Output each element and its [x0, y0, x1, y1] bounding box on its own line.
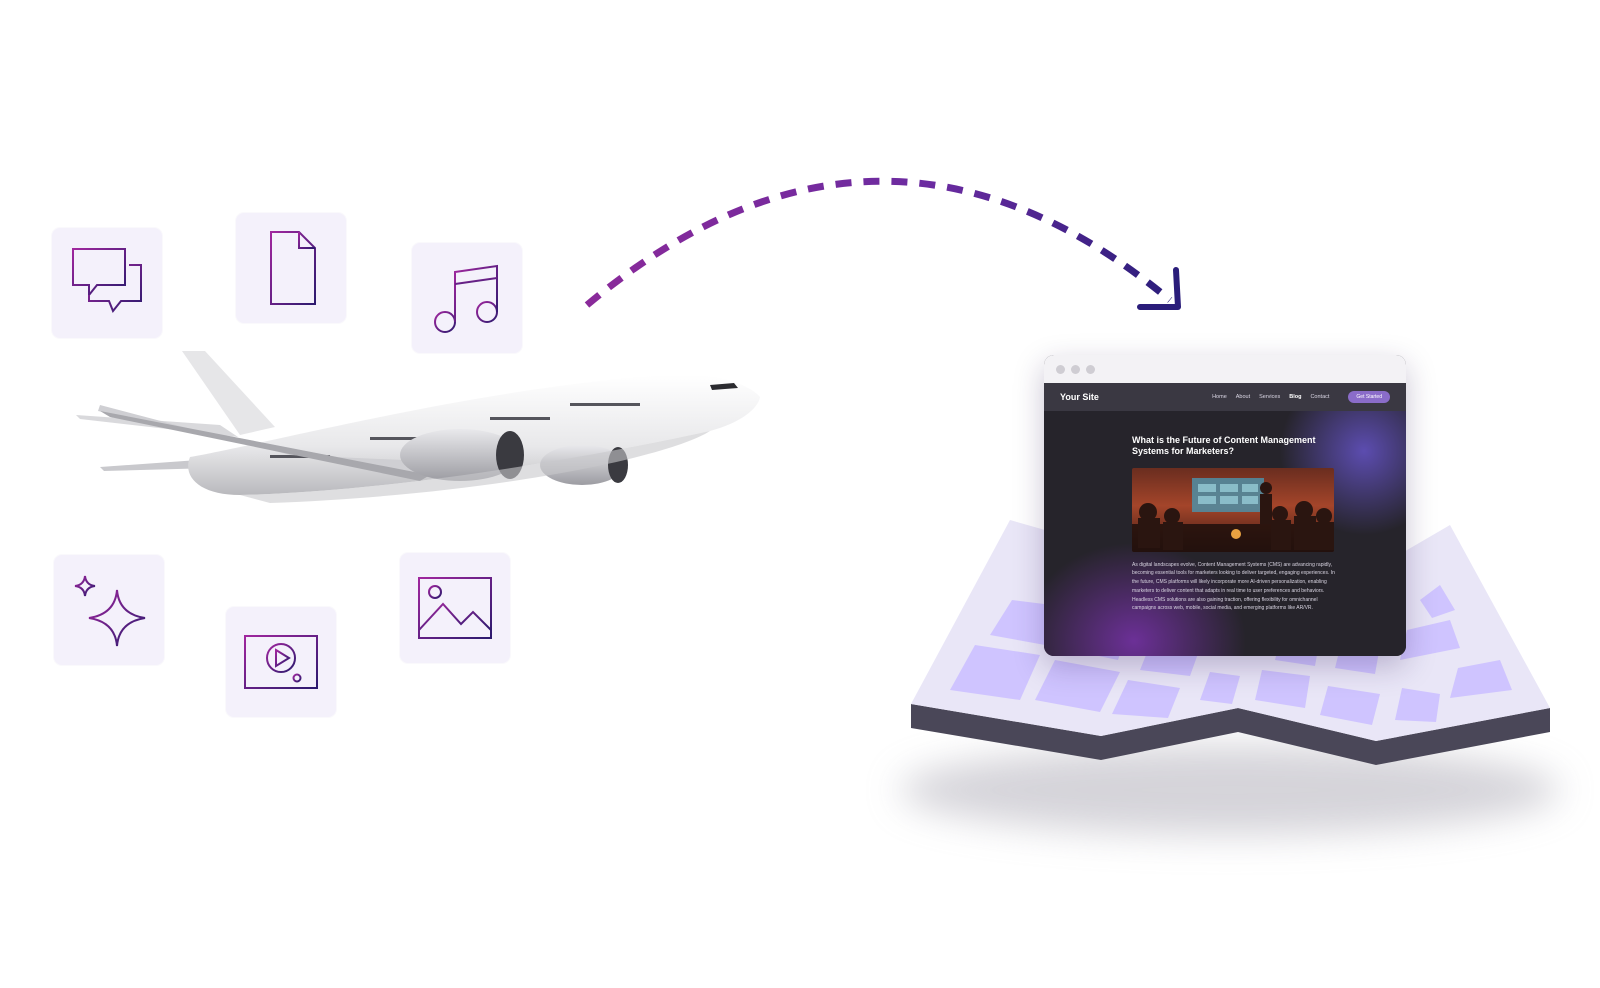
nav-links: Home About Services Blog Contact Get Sta… — [1212, 391, 1390, 403]
video-player-icon — [244, 635, 318, 689]
music-tile — [412, 243, 522, 353]
map-shadow — [900, 745, 1560, 835]
nav-link-about[interactable]: About — [1235, 394, 1251, 400]
article-title: What is the Future of Content Management… — [1132, 435, 1316, 456]
map-edge — [911, 704, 1550, 765]
chat-tile — [52, 228, 162, 338]
image-tile — [400, 553, 510, 663]
window-control-dot — [1056, 364, 1065, 374]
website-preview-window: Your Site Home About Services Blog Conta… — [1044, 355, 1406, 656]
nav-link-blog[interactable]: Blog — [1289, 394, 1302, 400]
get-started-button[interactable]: Get Started — [1348, 391, 1390, 403]
sparkle-tile — [54, 555, 164, 665]
nav-link-services[interactable]: Services — [1259, 394, 1281, 400]
document-tile — [236, 213, 346, 323]
document-icon — [270, 231, 316, 305]
sparkle-icon — [74, 575, 146, 647]
nav-link-contact[interactable]: Contact — [1310, 394, 1330, 400]
browser-chrome — [1044, 355, 1406, 383]
image-icon — [418, 577, 492, 639]
chat-bubbles-icon — [72, 248, 142, 313]
nav-link-home[interactable]: Home — [1212, 394, 1227, 400]
site-body: What is the Future of Content Management… — [1044, 411, 1406, 656]
article-body: As digital landscapes evolve, Content Ma… — [1132, 561, 1335, 612]
blog-article: What is the Future of Content Management… — [1132, 435, 1337, 618]
music-note-icon — [434, 264, 498, 333]
window-control-dot — [1071, 364, 1080, 374]
arrow-head-icon — [1137, 267, 1181, 310]
site-navbar: Your Site Home About Services Blog Conta… — [1044, 383, 1406, 411]
site-logo[interactable]: Your Site — [1060, 392, 1099, 402]
window-control-dot — [1086, 364, 1095, 374]
airplane-image — [76, 351, 760, 503]
article-hero-image — [1132, 467, 1334, 552]
video-tile — [226, 607, 336, 717]
